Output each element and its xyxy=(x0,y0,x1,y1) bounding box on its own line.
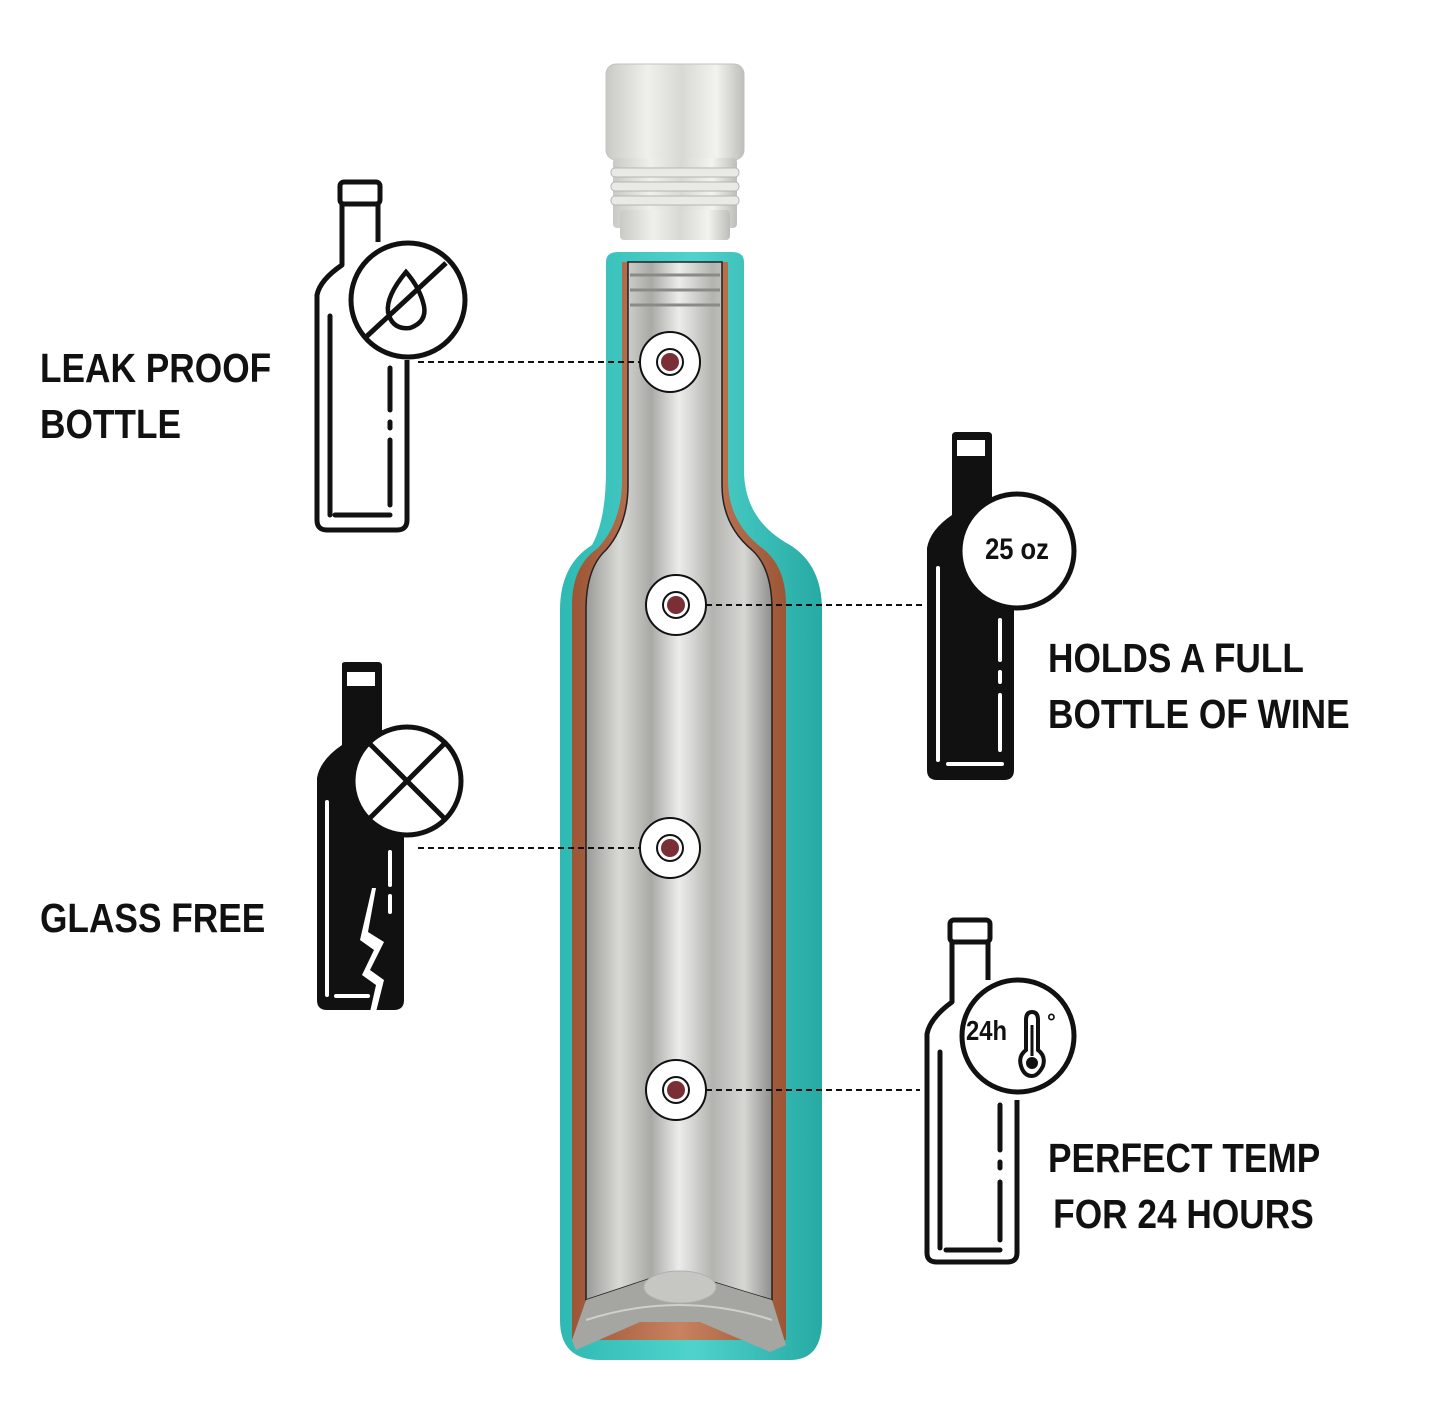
capacity-badge xyxy=(957,491,1077,611)
feature-label-line: BOTTLE OF WINE xyxy=(1048,691,1350,737)
capacity-badge-text: 25 oz xyxy=(985,533,1049,566)
feature-label-line: BOTTLE xyxy=(40,401,182,447)
feature-label-line: FOR 24 HOURS xyxy=(1053,1191,1314,1237)
feature-label-leak-proof: LEAK PROOF BOTTLE xyxy=(40,340,271,452)
temperature-bottle-icon: 24h ° xyxy=(910,910,1090,1270)
leak-proof-bottle-icon xyxy=(300,170,480,540)
callout-dot-2 xyxy=(645,574,707,636)
glass-free-bottle-icon xyxy=(300,650,480,1020)
callout-dot-4 xyxy=(645,1059,707,1121)
feature-label-line: GLASS FREE xyxy=(40,895,266,941)
feature-label-full-bottle: HOLDS A FULL BOTTLE OF WINE xyxy=(1048,630,1350,742)
feature-label-line: HOLDS A FULL xyxy=(1048,635,1304,681)
feature-label-perfect-temp: PERFECT TEMP FOR 24 HOURS xyxy=(1048,1130,1320,1242)
degree-symbol: ° xyxy=(1047,1009,1056,1034)
leader-lines xyxy=(418,361,925,1091)
bottle-cap xyxy=(605,63,745,240)
callout-dot-3 xyxy=(639,817,701,879)
no-drop-icon xyxy=(348,240,468,360)
bottle-base xyxy=(572,1278,786,1352)
capacity-bottle-icon: 25 oz xyxy=(910,420,1090,790)
feature-label-line: PERFECT TEMP xyxy=(1048,1135,1321,1181)
thermometer-icon xyxy=(1018,1009,1046,1079)
feature-label-line: LEAK PROOF xyxy=(40,345,272,391)
temp-badge-text: 24h xyxy=(966,1015,1008,1046)
callout-dot-1 xyxy=(639,331,701,393)
cross-circle-icon xyxy=(350,724,464,838)
neck-threads xyxy=(630,273,720,307)
feature-label-glass-free: GLASS FREE xyxy=(40,890,265,946)
